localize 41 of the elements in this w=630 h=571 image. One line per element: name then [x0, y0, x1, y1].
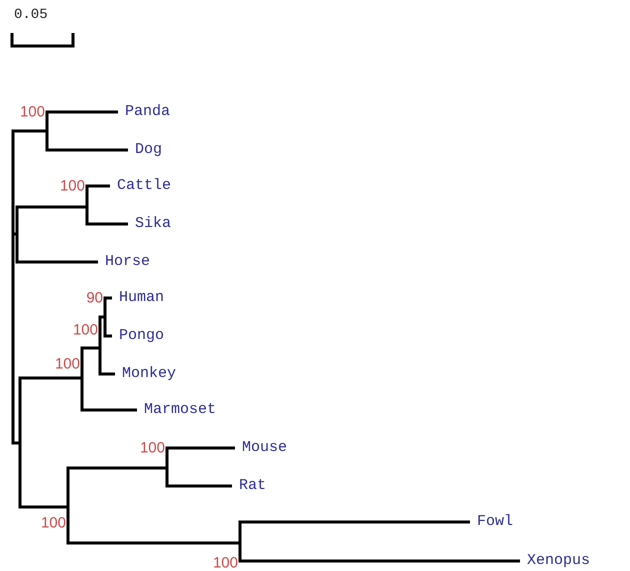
tree-branch	[104, 296, 112, 317]
taxon-name: Rat	[232, 477, 266, 495]
tree-branch	[13, 232, 98, 264]
tree-branch	[46, 110, 118, 131]
bootstrap-value: 100	[60, 178, 85, 194]
taxon-name: Horse	[98, 253, 150, 271]
bootstrap-value: 100	[140, 440, 165, 456]
tree-branch	[66, 466, 167, 507]
tree-branch	[98, 348, 115, 376]
taxon-name: Human	[112, 289, 164, 307]
tree-branch	[86, 207, 128, 226]
taxon-name: Cattle	[110, 177, 172, 195]
tree-branch	[80, 346, 100, 378]
taxon-name: Fowl	[470, 513, 514, 531]
bootstrap-value: 100	[72, 322, 98, 338]
tree-branch	[66, 507, 240, 544]
bootstrap-value: 100	[212, 554, 238, 571]
taxon-name: Marmoset	[137, 401, 216, 419]
bootstrap-value: 100	[40, 514, 66, 532]
tree-branch	[86, 184, 110, 207]
taxon-name: Pongo	[112, 327, 164, 345]
scale-label: 0.05	[14, 7, 48, 24]
taxon-name: Xenopus	[520, 552, 590, 570]
taxon-name: Panda	[118, 103, 170, 121]
tree-branch	[104, 317, 112, 338]
tree-branch	[12, 130, 47, 234]
bootstrap-value: 100	[54, 356, 80, 372]
taxon-name: Mouse	[235, 439, 288, 457]
tree-branch	[98, 316, 105, 348]
bootstrap-value: 100	[20, 104, 45, 120]
tree-branch	[80, 378, 137, 412]
tree-branch	[46, 131, 128, 152]
taxon-name: Sika	[128, 215, 172, 233]
bootstrap-value: 90	[86, 290, 103, 306]
taxon-name: Monkey	[115, 365, 176, 383]
tree-branch	[238, 520, 470, 543]
taxon-name: Dog	[128, 141, 162, 159]
tree-branch	[166, 468, 232, 488]
tree-branch	[238, 543, 520, 562]
tree-branch	[166, 446, 235, 468]
tree-branch	[13, 206, 87, 236]
